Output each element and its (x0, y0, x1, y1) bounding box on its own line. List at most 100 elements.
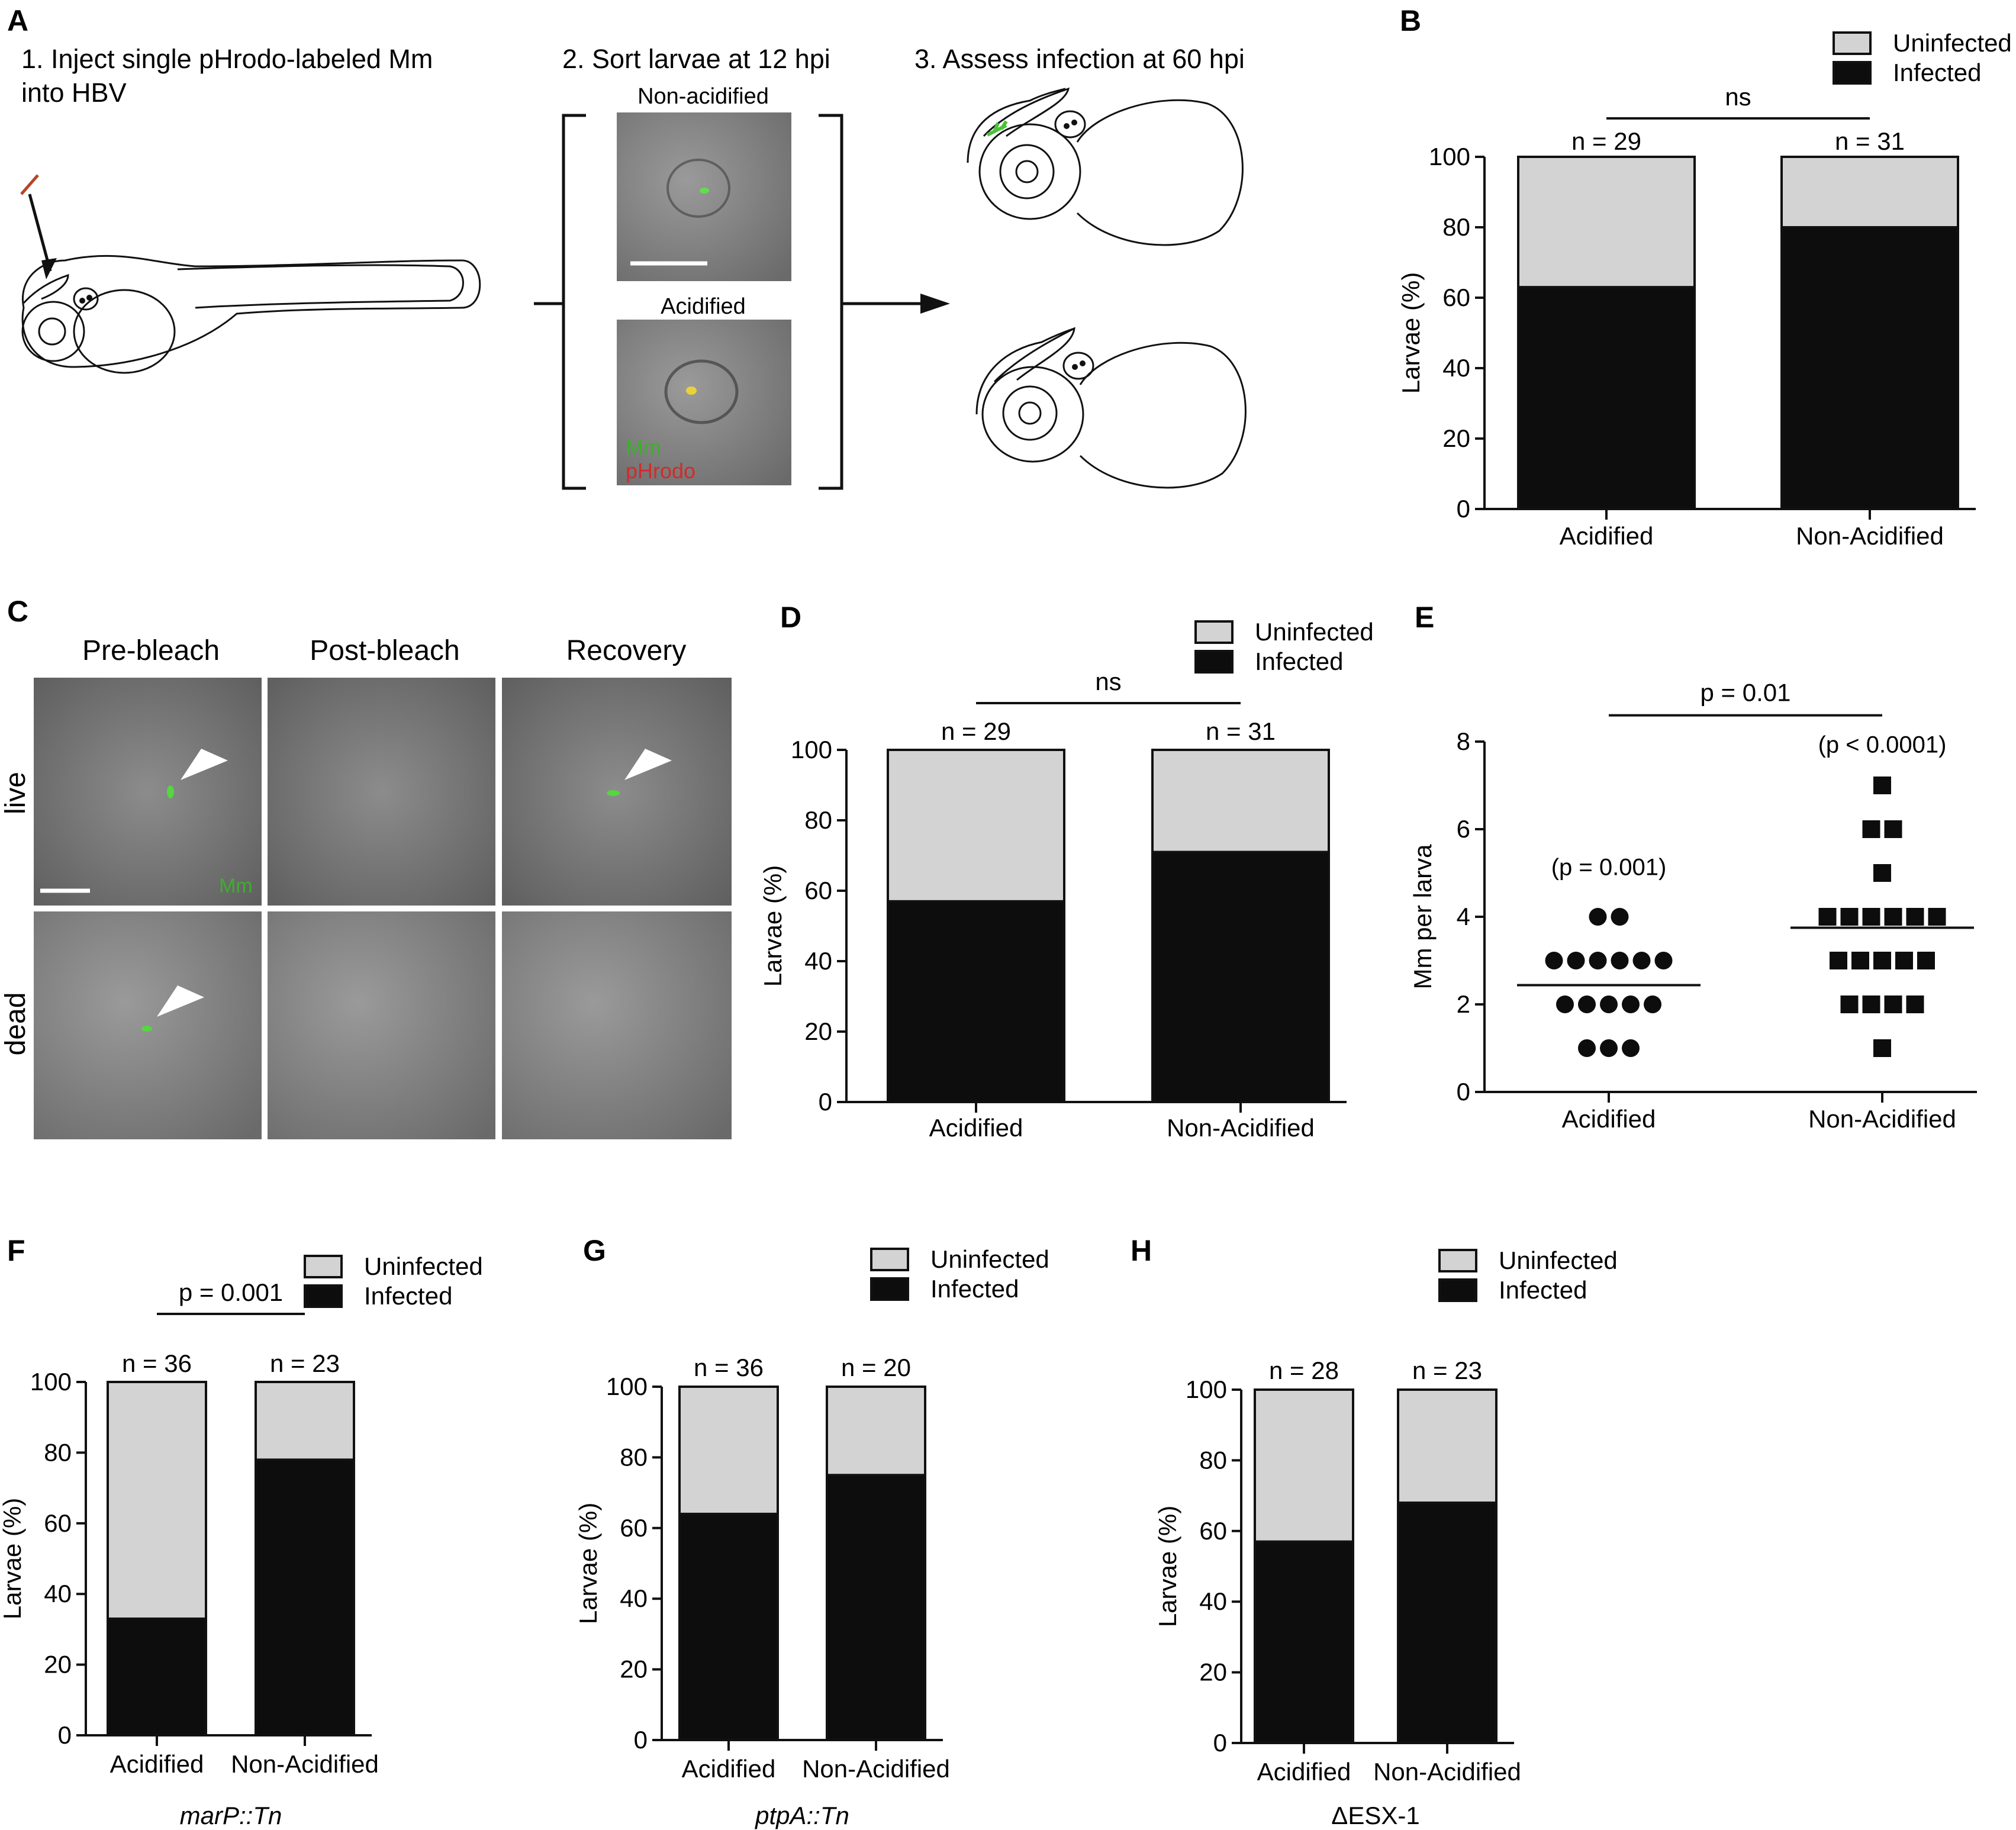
y-tick-label: 100 (1429, 143, 1470, 170)
y-tick-label: 20 (804, 1017, 832, 1045)
x-tick-label: Acidified (110, 1750, 204, 1778)
y-tick-label: 4 (1457, 903, 1470, 930)
panel-label-a: A (7, 4, 28, 37)
col-post-bleach: Post-bleach (310, 635, 459, 666)
arrowhead-icon (181, 749, 228, 780)
legend-label-uninfected: Uninfected (930, 1245, 1049, 1273)
legend-label-infected: Infected (930, 1275, 1019, 1303)
arrowhead-icon (624, 749, 672, 780)
bar-uninfected-acidified (887, 749, 1065, 903)
x-tick-label: Acidified (1560, 522, 1654, 550)
y-tick-label: 0 (58, 1721, 72, 1749)
y-tick-label: 20 (44, 1651, 72, 1678)
data-point-non-acidified (1873, 777, 1891, 794)
larva-head-cleared-icon (975, 327, 1247, 489)
y-tick-label: 0 (1213, 1729, 1227, 1757)
step1-label: 1. Inject single pHrodo-labeled Mm (21, 44, 433, 74)
larva-head-infected-icon (967, 87, 1244, 246)
significance-label: p = 0.01 (1701, 679, 1791, 707)
data-point-non-acidified (1873, 864, 1891, 882)
y-tick-label: 40 (44, 1580, 72, 1607)
step3-label: 3. Assess infection at 60 hpi (914, 44, 1245, 74)
y-tick-label: 0 (1457, 1078, 1470, 1106)
bar-uninfected-acidified (678, 1386, 779, 1515)
data-point-acidified (1545, 952, 1563, 969)
data-point-non-acidified (1873, 952, 1891, 969)
panel-label-f: F (7, 1234, 25, 1267)
y-tick-label: 20 (1199, 1658, 1227, 1686)
panel-label-e: E (1415, 601, 1434, 634)
data-point-acidified (1589, 908, 1607, 926)
y-tick-label: 80 (620, 1443, 648, 1471)
y-tick-label: 20 (1442, 424, 1470, 452)
legend-swatch-infected (1438, 1278, 1477, 1302)
n-label: n = 23 (270, 1349, 340, 1377)
y-tick-label: 80 (44, 1438, 72, 1466)
y-tick-label: 8 (1457, 727, 1470, 755)
arrowhead-icon (157, 985, 204, 1017)
y-axis-label: Larvae (%) (574, 1503, 602, 1624)
x-tick-label: Acidified (929, 1114, 1023, 1142)
y-tick-label: 40 (620, 1584, 648, 1612)
bar-uninfected-non-acidified (826, 1386, 926, 1477)
y-tick-label: 2 (1457, 990, 1470, 1018)
y-tick-label: 0 (1457, 495, 1470, 523)
data-point-acidified (1600, 995, 1618, 1013)
nonacidified-label: Non-acidified (637, 84, 769, 109)
phrodo-legend-label: pHrodo (626, 459, 695, 483)
col-recovery: Recovery (566, 635, 687, 666)
x-tick-label: Non-Acidified (231, 1750, 379, 1778)
x-tick-label: Non-Acidified (1167, 1114, 1315, 1142)
x-tick-label: Non-Acidified (802, 1755, 950, 1783)
data-point-non-acidified (1862, 995, 1880, 1013)
data-point-non-acidified (1862, 908, 1880, 926)
data-point-non-acidified (1884, 820, 1902, 838)
y-tick-label: 100 (1186, 1375, 1227, 1403)
bar-infected-acidified (107, 1617, 207, 1736)
significance-label: p = 0.001 (179, 1278, 283, 1306)
bar-infected-acidified (1517, 286, 1696, 510)
group-p-value: (p < 0.0001) (1818, 732, 1947, 758)
bar-uninfected-acidified (1517, 156, 1696, 289)
y-tick-label: 60 (804, 877, 832, 904)
panel-label-c: C (7, 595, 28, 628)
bar-uninfected-non-acidified (255, 1381, 355, 1461)
bar-infected-non-acidified (1780, 226, 1959, 510)
x-tick-label: Acidified (1562, 1105, 1656, 1133)
x-tick-label: Non-Acidified (1796, 522, 1944, 550)
data-point-acidified (1578, 1039, 1596, 1057)
larva-eye-spots-icon (79, 295, 92, 304)
y-tick-label: 20 (620, 1655, 648, 1683)
y-tick-label: 40 (1442, 354, 1470, 382)
y-axis-label: Larvae (%) (1154, 1506, 1181, 1627)
legend-label-uninfected: Uninfected (1893, 29, 2012, 57)
y-tick-label: 60 (44, 1509, 72, 1537)
data-point-non-acidified (1884, 995, 1902, 1013)
y-axis-label: Larvae (%) (759, 865, 787, 987)
y-tick-label: 100 (30, 1368, 72, 1396)
data-point-non-acidified (1906, 908, 1924, 926)
data-point-acidified (1600, 1039, 1618, 1057)
bar-infected-acidified (887, 900, 1065, 1103)
mm-channel-label: Mm (219, 875, 253, 897)
sort-bracket-icon (534, 114, 923, 490)
panel-label-h: H (1131, 1234, 1152, 1267)
data-point-acidified (1644, 995, 1661, 1013)
legend-swatch-uninfected (304, 1255, 343, 1278)
data-point-non-acidified (1906, 995, 1924, 1013)
significance-label: ns (1095, 668, 1121, 695)
y-tick-label: 100 (791, 736, 832, 763)
y-tick-label: 6 (1457, 815, 1470, 843)
x-tick-label: Non-Acidified (1808, 1105, 1956, 1133)
data-point-non-acidified (1884, 908, 1902, 926)
data-point-non-acidified (1895, 952, 1913, 969)
x-axis-title: marP::Tn (180, 1802, 282, 1829)
micrograph-live-post (268, 678, 495, 906)
bar-infected-non-acidified (1397, 1502, 1497, 1745)
